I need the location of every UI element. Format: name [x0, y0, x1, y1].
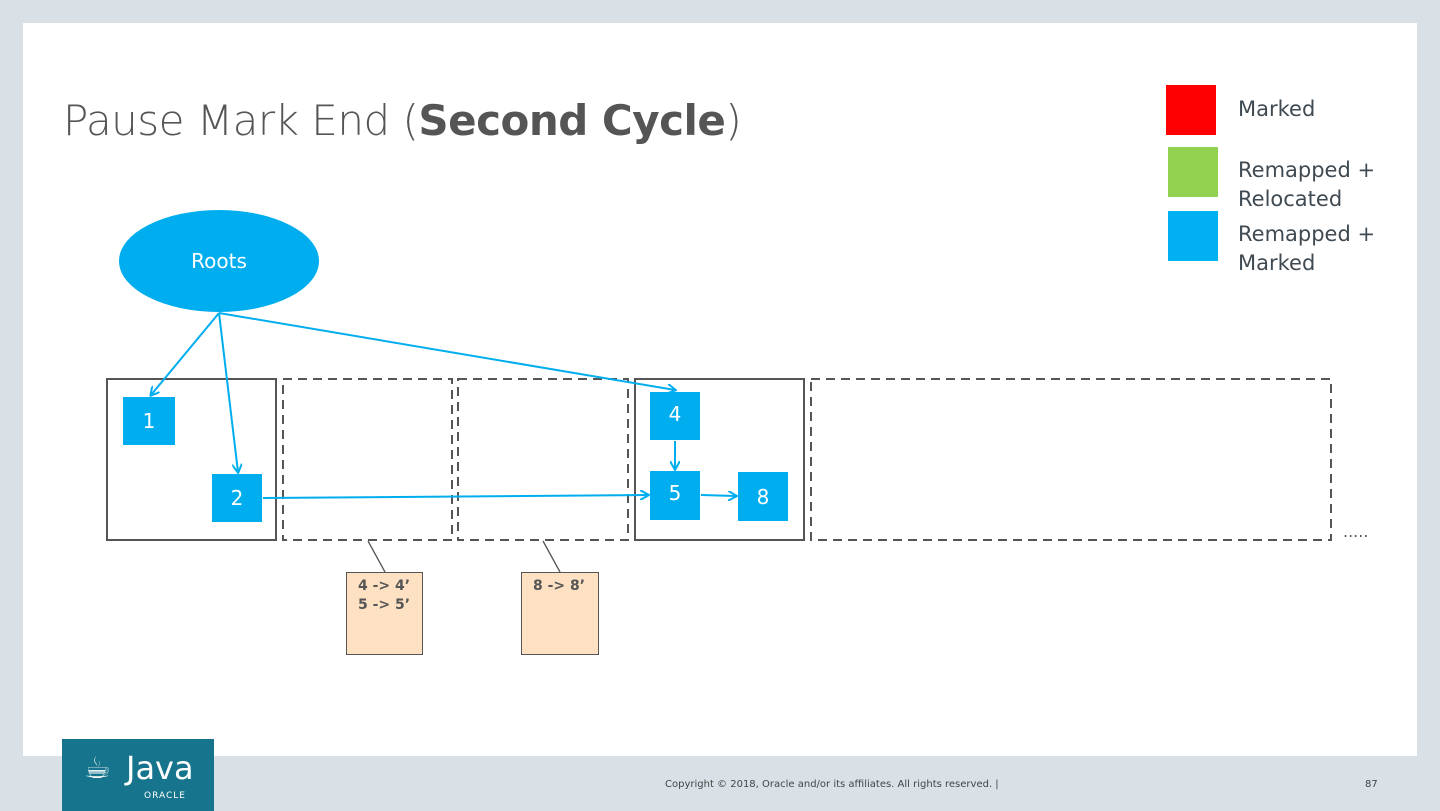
- forwarding-entry: 4 -> 4’: [358, 578, 411, 594]
- legend-swatch-relocated: [1168, 147, 1218, 197]
- region-2-relocated: [282, 378, 453, 541]
- slide: [23, 23, 1417, 756]
- legend-label-relocated: Remapped + Relocated: [1238, 158, 1376, 211]
- copyright: Copyright © 2018, Oracle and/or its affi…: [665, 779, 999, 790]
- region-4: [634, 378, 805, 541]
- ellipsis: .....: [1343, 522, 1369, 541]
- arrow-5-8: [700, 495, 736, 496]
- page-title: Pause Mark End (Second Cycle): [63, 96, 742, 145]
- arrow-roots-4: [218, 312, 675, 390]
- forwarding-table-1: 4 -> 4’ 5 -> 5’: [346, 572, 423, 655]
- forwarding-table-2: 8 -> 8’: [521, 572, 599, 655]
- page-number: 87: [1365, 779, 1378, 790]
- java-logo: ☕ Java ORACLE: [62, 739, 214, 811]
- note-connector-2: [542, 540, 561, 573]
- logo-sub: ORACLE: [144, 791, 186, 801]
- roots-label: Roots: [191, 249, 247, 273]
- object-5: 5: [650, 471, 700, 520]
- legend-label-marked: Marked: [1238, 97, 1316, 121]
- legend-label-remapped-marked: Remapped + Marked: [1238, 222, 1376, 275]
- object-1: 1: [123, 397, 175, 445]
- region-1: [106, 378, 277, 541]
- region-3-relocated: [457, 378, 629, 541]
- object-8: 8: [738, 472, 788, 521]
- roots-node: [119, 210, 319, 312]
- java-cup-icon: ☕: [84, 751, 111, 786]
- arrow-roots-1: [151, 312, 220, 395]
- legend-swatch-remapped-marked: [1168, 211, 1218, 261]
- arrow-2-5: [262, 495, 648, 498]
- object-2: 2: [212, 474, 262, 522]
- legend-swatch-marked: [1166, 85, 1216, 135]
- object-4: 4: [650, 392, 700, 440]
- arrow-roots-2: [218, 312, 238, 472]
- region-5-free: [810, 378, 1332, 541]
- note-connector-1: [367, 540, 386, 573]
- forwarding-entry: 5 -> 5’: [358, 597, 411, 613]
- logo-text: Java: [126, 749, 194, 787]
- forwarding-entry: 8 -> 8’: [533, 578, 586, 594]
